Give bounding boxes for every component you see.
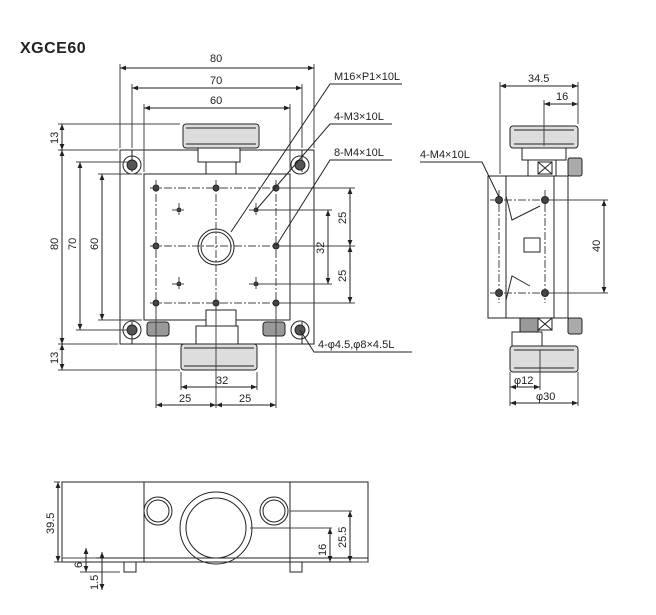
dim-width-70: 70 xyxy=(210,75,222,87)
dim-right-32: 32 xyxy=(315,242,327,254)
m3-holes xyxy=(176,207,259,287)
dim-bottom-32: 32 xyxy=(216,375,228,387)
drawing-title: XGCE60 xyxy=(20,40,87,57)
dim-side-34-5: 34.5 xyxy=(528,73,549,85)
callout-m4-holes: 8-M4×10L xyxy=(334,147,384,159)
dim-front-25-5: 25.5 xyxy=(337,527,349,548)
dim-side-40: 40 xyxy=(591,240,603,252)
bottom-knob xyxy=(180,309,258,371)
dim-side-dia-30: φ30 xyxy=(536,391,555,403)
lock-screw-left xyxy=(146,321,170,337)
dim-bottom-25b: 25 xyxy=(239,393,251,405)
top-view xyxy=(58,64,412,408)
callout-counterbore: 4-φ4.5,φ8×4.5L xyxy=(318,339,394,351)
counterbore-holes xyxy=(122,155,310,340)
dim-height-60: 60 xyxy=(89,238,101,250)
dim-front-39-5: 39.5 xyxy=(45,513,57,534)
front-knob-face xyxy=(179,491,253,565)
dim-side-dia-12: φ12 xyxy=(514,375,533,387)
lock-screw-right xyxy=(262,321,286,337)
dim-right-25a: 25 xyxy=(337,212,349,224)
top-knob xyxy=(182,123,260,175)
dim-height-70: 70 xyxy=(67,238,79,250)
leader-center-thread xyxy=(230,83,402,233)
dim-side-16: 16 xyxy=(556,91,568,103)
side-view xyxy=(420,82,608,406)
callout-center-thread: M16×P1×10L xyxy=(334,71,400,83)
dim-height-80: 80 xyxy=(49,238,61,250)
callout-side-m4: 4-M4×10L xyxy=(420,149,470,161)
dim-front-16: 16 xyxy=(317,544,329,556)
leader-side-m4 xyxy=(420,161,500,198)
dim-top-13: 13 xyxy=(49,132,61,144)
dim-width-80: 80 xyxy=(210,53,222,65)
leader-m3 xyxy=(255,123,392,211)
front-view xyxy=(54,481,369,590)
dim-right-25b: 25 xyxy=(337,270,349,282)
leader-counterbore xyxy=(299,329,412,353)
dim-bottom-25a: 25 xyxy=(179,393,191,405)
dim-bottom-13: 13 xyxy=(49,352,61,364)
leader-m4 xyxy=(275,159,392,247)
dim-width-60: 60 xyxy=(210,95,222,107)
dim-front-1-5: 1.5 xyxy=(89,575,101,590)
callout-m3-holes: 4-M3×10L xyxy=(334,111,384,123)
dim-front-6: 6 xyxy=(73,562,85,568)
